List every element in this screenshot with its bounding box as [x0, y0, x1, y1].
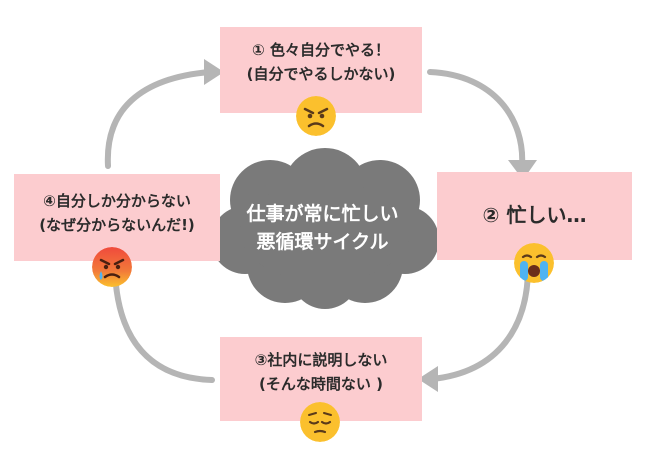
center-line-2: 悪循環サイクル — [256, 231, 389, 253]
pensive-face-icon — [300, 402, 340, 442]
step-4-title: ④自分しか分からない — [43, 192, 191, 210]
step-1-title: ① 色々自分でやる！ — [252, 41, 390, 59]
arrow-right-to-bottom — [429, 265, 531, 382]
arrowhead-right — [508, 160, 537, 180]
center-line-1: 仕事が常に忙しい — [246, 203, 399, 225]
step-3-title: ③社内に説明しない — [254, 351, 388, 369]
step-2-title: ② 忙しい… — [482, 203, 587, 227]
arrow-left-to-top — [104, 69, 213, 169]
cycle-center-label: 仕事が常に忙しい 悪循環サイクル — [230, 200, 415, 256]
step-4-subtitle: (なぜ分からないんだ!) — [39, 216, 195, 234]
step-3-subtitle: (そんな時間ない ) — [259, 375, 383, 393]
arrow-top-to-right — [427, 69, 526, 169]
step-1-subtitle: (自分でやるしかない) — [246, 65, 396, 83]
loudly-crying-face-icon — [514, 243, 554, 283]
arrow-bottom-to-left — [112, 269, 215, 383]
angry-face-icon — [296, 96, 336, 136]
furious-tearful-face-icon — [92, 247, 132, 287]
arrowhead-top — [204, 59, 224, 85]
step-4-box: ④自分しか分からない (なぜ分からないんだ!) — [14, 174, 220, 261]
arrowhead-bottom — [418, 366, 438, 392]
